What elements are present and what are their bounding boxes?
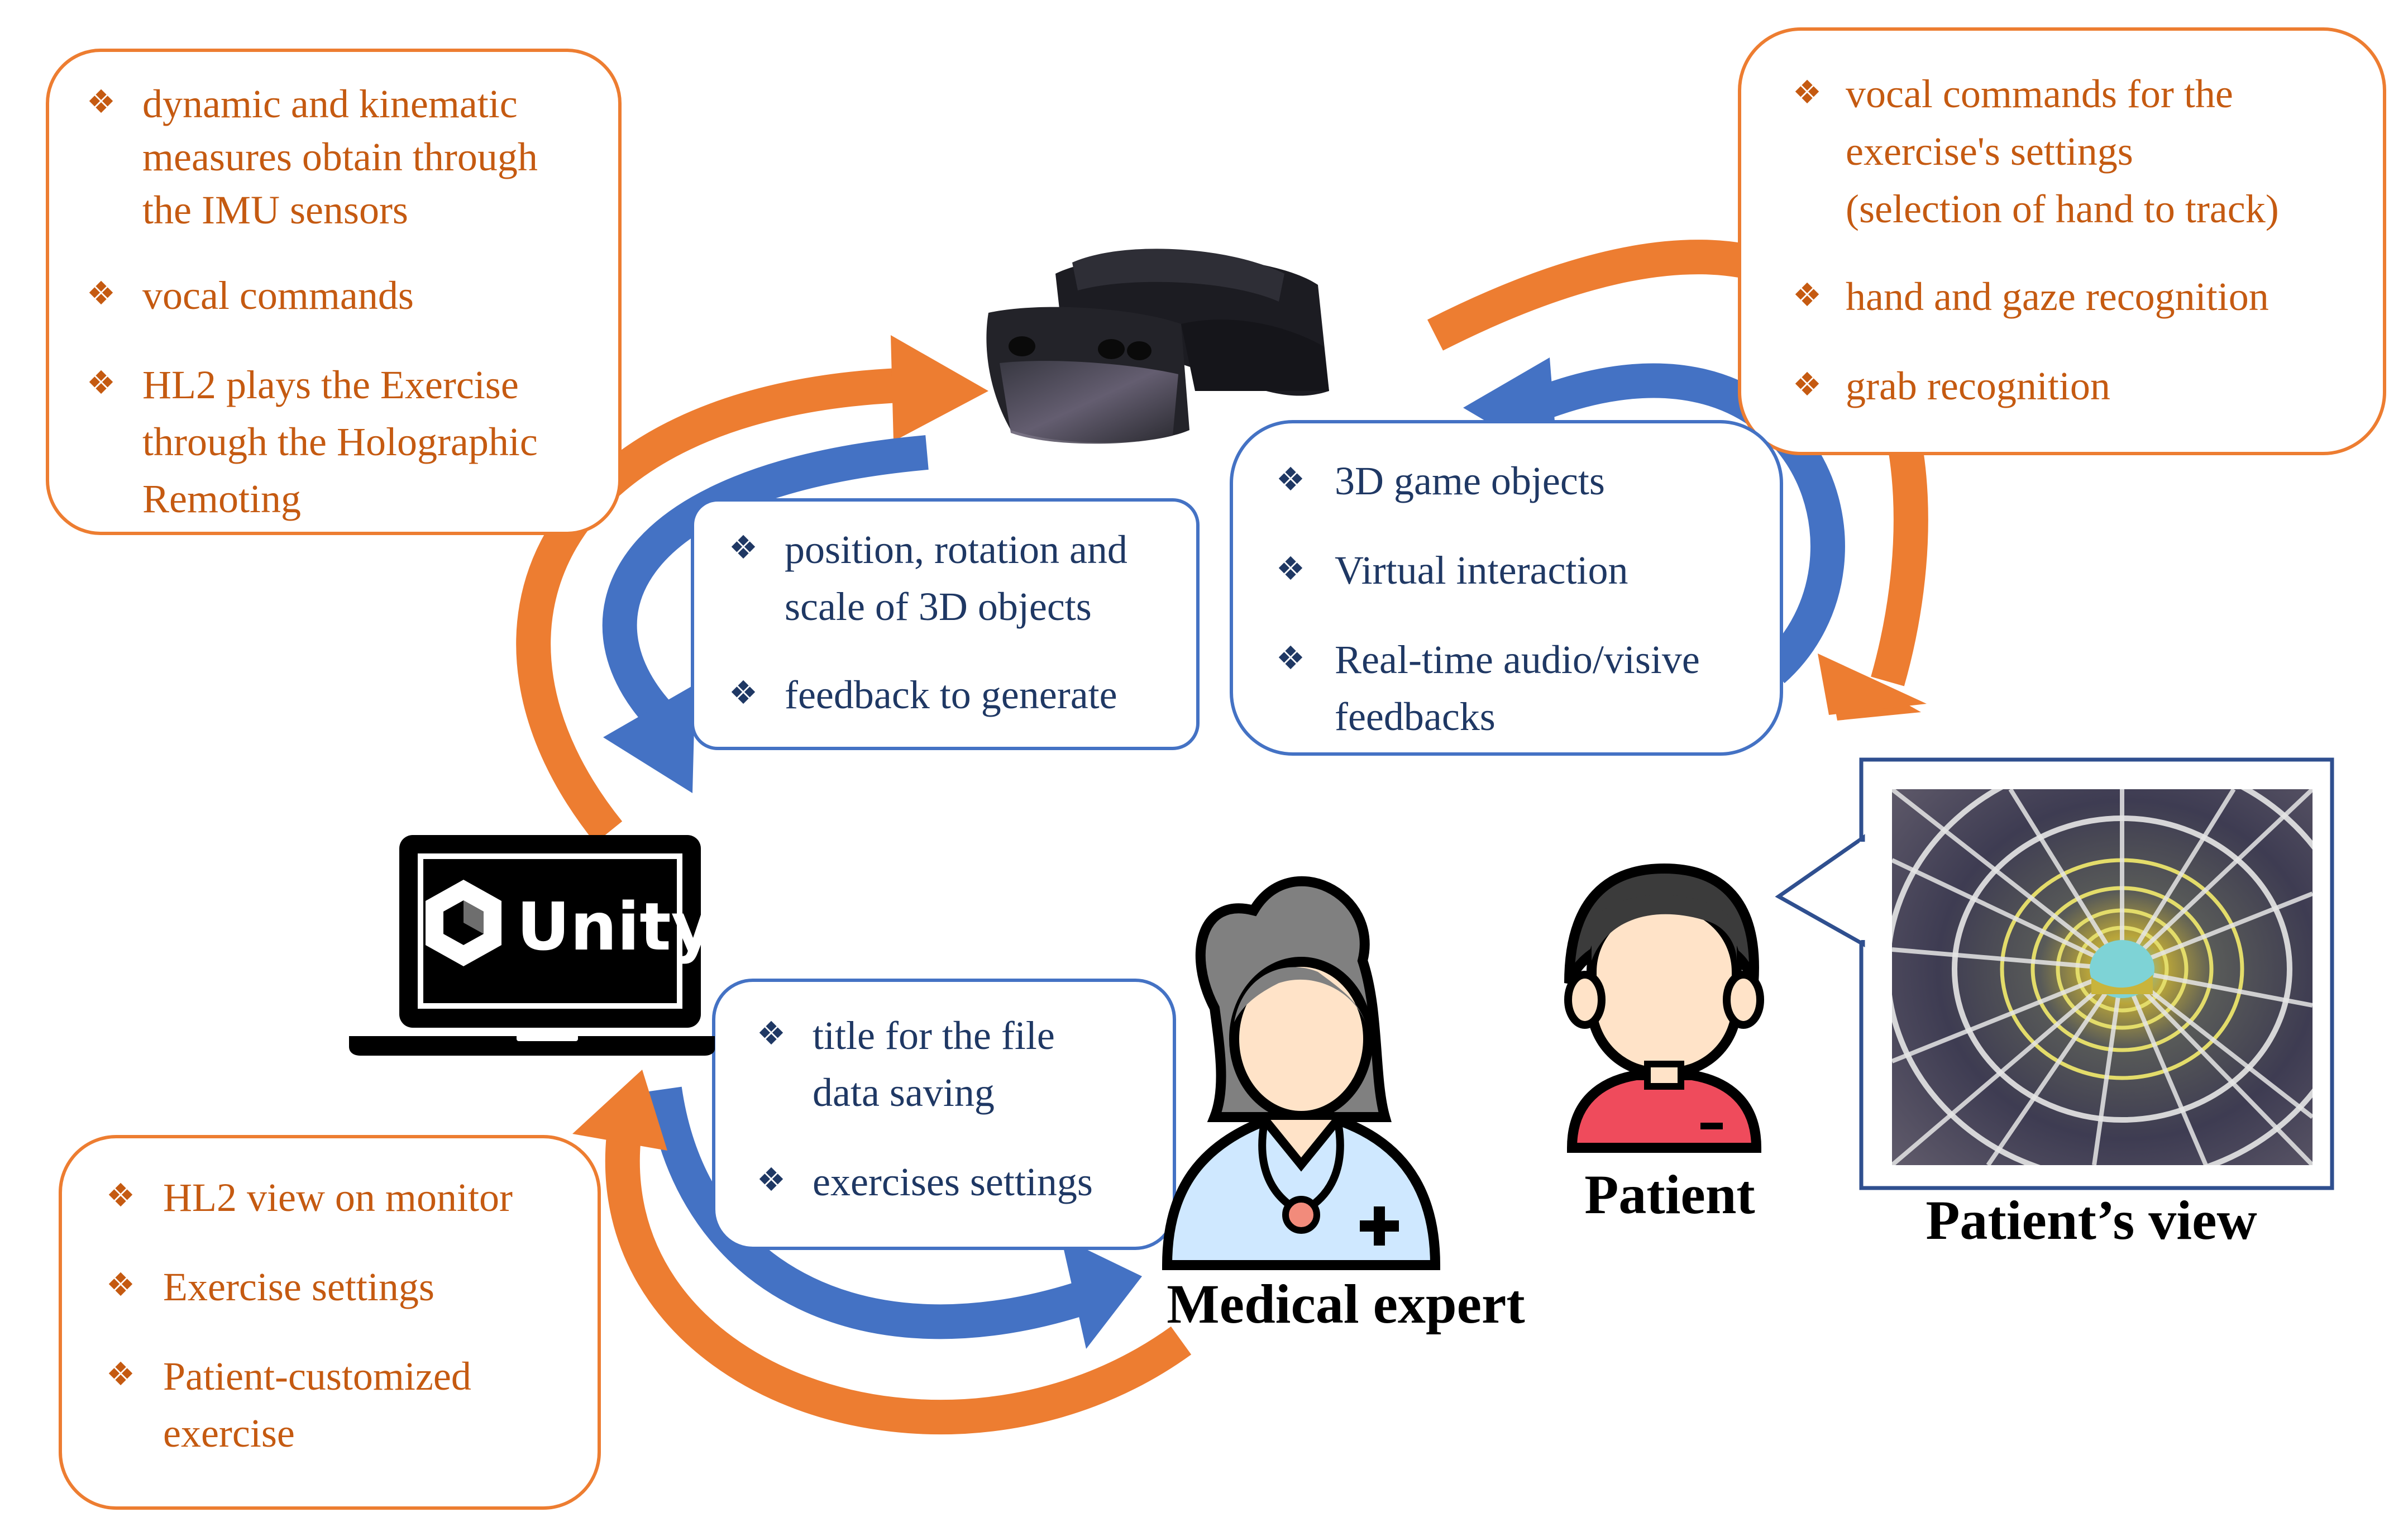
bullet-diamond-icon: ❖ — [729, 674, 758, 712]
doctor-icon — [1162, 876, 1441, 1270]
arrow-expert-to-unity — [572, 1070, 1192, 1435]
list-item: Patient-customized exercise — [163, 1354, 481, 1456]
bullet-diamond-icon: ❖ — [1276, 550, 1305, 588]
list-item: exercises settings — [813, 1160, 1093, 1204]
list-item: position, rotation and scale of 3D objec… — [785, 527, 1138, 629]
arrow-unity-to-hl2 — [516, 335, 988, 843]
list-item: HL2 view on monitor — [163, 1175, 513, 1220]
patient-label: Patient — [1584, 1163, 1755, 1225]
list-item: feedback to generate — [785, 672, 1117, 717]
bullet-diamond-icon: ❖ — [106, 1355, 135, 1393]
list-item: Virtual interaction — [1335, 548, 1628, 593]
arrow-hl2-to-unity — [602, 435, 929, 793]
bullet-diamond-icon: ❖ — [1793, 365, 1822, 403]
bullet-diamond-icon: ❖ — [87, 83, 116, 121]
list-item: grab recognition — [1846, 364, 2110, 408]
unity-logo-icon — [426, 880, 501, 966]
bullet-diamond-icon: ❖ — [87, 364, 116, 402]
unity-wordmark: Unity — [517, 888, 714, 965]
list-item: HL2 plays the Exercise through the Holog… — [142, 362, 548, 521]
bullet-diamond-icon: ❖ — [1276, 639, 1305, 677]
bullet-diamond-icon: ❖ — [1793, 276, 1822, 314]
box-unity-to-hl2: ❖ position, rotation and scale of 3D obj… — [691, 498, 1200, 750]
bullet-diamond-icon: ❖ — [757, 1161, 786, 1199]
bullet-diamond-icon: ❖ — [729, 528, 758, 566]
list-item: 3D game objects — [1335, 459, 1605, 503]
tunnel-view-image — [1892, 789, 2313, 1165]
patient-icon — [1564, 863, 1764, 1153]
bullet-diamond-icon: ❖ — [1793, 73, 1822, 111]
box-hl2-sensors: ❖ dynamic and kinematic measures obtain … — [46, 49, 622, 535]
box-unity-to-expert: ❖ HL2 view on monitor ❖ Exercise setting… — [59, 1135, 601, 1510]
list-item: title for the file data saving — [813, 1013, 1065, 1115]
list-item: vocal commands — [142, 273, 414, 318]
list-item: vocal commands for the exercise's settin… — [1846, 71, 2279, 231]
list-item: hand and gaze recognition — [1846, 274, 2269, 319]
list-item: Real-time audio/visive feedbacks — [1335, 637, 1710, 739]
box-expert-to-unity: ❖ title for the file data saving ❖ exerc… — [712, 979, 1176, 1250]
patients-view-label: Patient’s view — [1926, 1189, 2257, 1251]
bullet-diamond-icon: ❖ — [106, 1266, 135, 1304]
bullet-diamond-icon: ❖ — [106, 1176, 135, 1214]
bullet-diamond-icon: ❖ — [1276, 460, 1305, 498]
list-item: dynamic and kinematic measures obtain th… — [142, 82, 548, 232]
box-patient-commands: ❖ vocal commands for the exercise's sett… — [1738, 27, 2386, 455]
bullet-diamond-icon: ❖ — [87, 274, 116, 312]
hololens-headset-icon — [986, 249, 1329, 444]
list-item: Exercise settings — [163, 1265, 434, 1309]
arrow-unity-to-expert — [647, 1086, 1142, 1349]
bullet-diamond-icon: ❖ — [757, 1014, 786, 1052]
medical-expert-label: Medical expert — [1167, 1273, 1525, 1335]
box-hl2-to-patient: ❖ 3D game objects ❖ Virtual interaction … — [1230, 420, 1783, 756]
